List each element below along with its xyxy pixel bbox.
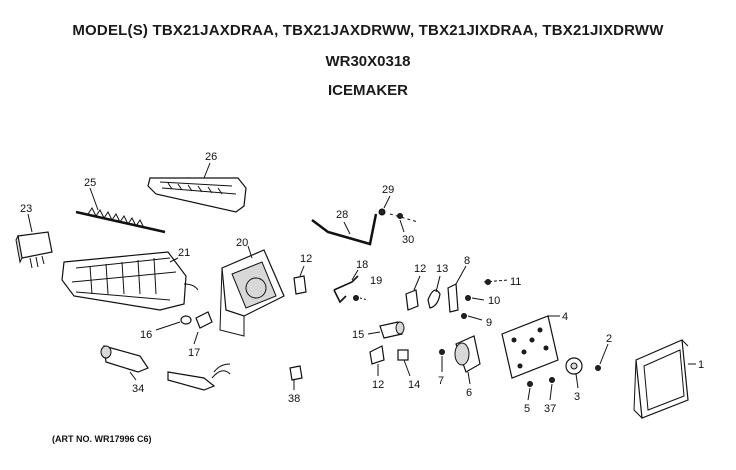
part-3-gear [565,357,583,389]
label-38: 38 [288,393,300,405]
part-12-switch-a [293,265,307,295]
label-12-a: 12 [300,253,312,265]
part-14-connector [397,349,411,377]
label-7: 7 [438,375,444,387]
part-16-connector [155,315,192,331]
label-21: 21 [178,247,190,259]
part-19-screw [353,295,369,301]
label-2: 2 [606,333,612,345]
part-6-motor [454,335,481,385]
label-9: 9 [486,317,492,329]
label-17: 17 [188,347,200,359]
part-15-capsule [367,321,405,339]
part-17-clip [193,311,213,345]
part-1-cover [633,339,696,419]
label-6: 6 [466,387,472,399]
label-4: 4 [562,311,568,323]
label-12-b: 12 [414,263,426,275]
part-38-fastener [289,365,303,390]
label-29: 29 [382,184,394,196]
label-25: 25 [84,177,96,189]
part-37-screw [549,377,555,401]
part-12-switch-c [369,345,385,376]
part-number-title: WR30X0318 [325,53,411,70]
part-8-contact-bracket [447,265,467,313]
label-34: 34 [132,383,144,395]
label-3: 3 [574,391,580,403]
part-30-retainer [389,213,419,233]
part-5-screw [527,381,533,401]
label-11: 11 [510,276,521,288]
part-29-screw [378,195,391,216]
part-9-screw [461,313,483,321]
part-12-switch-b [405,275,421,311]
label-19: 19 [370,275,382,287]
label-13: 13 [436,263,448,275]
part-11-screw [483,279,509,285]
label-30: 30 [402,234,414,246]
art-number: (ART NO. WR17996 C6) [52,434,152,444]
label-14: 14 [408,379,420,391]
part-26-ejector-cover [147,162,247,213]
label-28: 28 [336,209,348,221]
part-25-ejector-blades [75,187,166,234]
label-8: 8 [464,255,470,267]
label-5: 5 [524,403,530,415]
label-18: 18 [356,259,368,271]
part-13-insulator [427,275,441,309]
label-26: 26 [205,151,217,163]
wiring-harness [167,363,231,391]
part-34-fill-tube [100,345,149,381]
label-16: 16 [140,329,152,341]
label-15: 15 [352,329,364,341]
label-37: 37 [544,403,556,415]
assembly-title: ICEMAKER [327,82,408,99]
label-10: 10 [488,295,500,307]
label-1: 1 [698,359,704,371]
part-23-thermostat [15,213,53,269]
part-7-screw [439,349,445,372]
model-list-title: MODEL(S) TBX21JAXDRAA, TBX21JAXDRWW, TBX… [72,22,664,39]
label-12-c: 12 [372,379,384,391]
part-18-lever [333,269,359,304]
part-10-screw [465,295,485,301]
label-23: 23 [20,203,32,215]
part-20-control-housing [219,245,285,337]
label-20: 20 [236,237,248,249]
part-2-screw [595,343,609,371]
part-28-shutoff-arm [311,213,378,246]
part-4-mounting-plate [501,315,560,379]
part-21-ice-mold [61,251,199,311]
